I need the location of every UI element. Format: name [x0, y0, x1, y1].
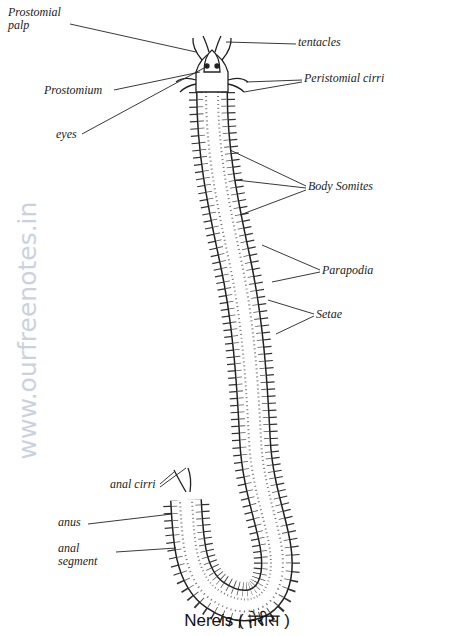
caption: Nereis ( नेरीस )	[184, 608, 290, 631]
eye	[205, 64, 209, 68]
tentacle	[215, 36, 221, 52]
body-outline	[186, 92, 277, 605]
body-dots	[186, 92, 277, 605]
part-label: Body Somites	[308, 180, 373, 193]
part-label: anus	[58, 516, 81, 529]
part-label: anal segment	[58, 542, 114, 568]
part-label: Peristomial cirri	[304, 72, 384, 85]
head	[176, 36, 248, 92]
part-label: tentacles	[298, 36, 341, 49]
eye	[215, 64, 219, 68]
body-inner	[186, 92, 277, 605]
tentacle	[203, 36, 209, 52]
part-label: Prostomial palp	[8, 6, 70, 32]
leader-lines	[70, 24, 320, 552]
part-label: eyes	[56, 128, 77, 141]
anal-cirri	[174, 468, 191, 492]
part-label: Prostomium	[44, 84, 102, 97]
watermark: www.ourfreenotes.in	[14, 201, 43, 459]
part-label: Setae	[316, 308, 342, 321]
cirri	[176, 78, 248, 92]
part-label: anal cirri	[110, 478, 156, 491]
body-fill	[186, 92, 277, 605]
parapodia	[186, 92, 277, 605]
palp	[193, 38, 231, 60]
part-label: Parapodia	[322, 264, 373, 277]
prostomium	[204, 50, 220, 72]
body-inner	[186, 92, 277, 605]
body-somites	[186, 92, 277, 605]
